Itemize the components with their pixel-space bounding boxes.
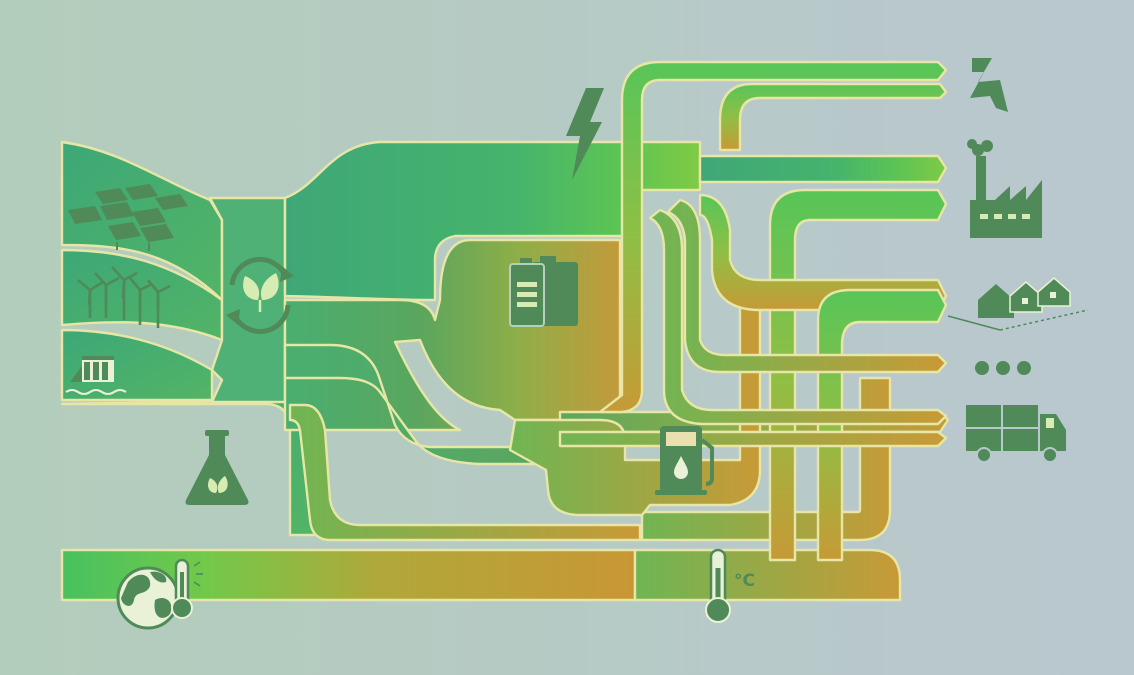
recycle-leaf-icon [226,256,294,334]
factory-icon [967,139,1042,238]
fuel-pump-icon [655,426,714,495]
flow-truck-feed [648,208,948,426]
more-dots-icon [975,361,1031,375]
wind-turbines-icon [77,266,171,328]
flow-bottom-band-right [633,376,902,602]
battery-icon [509,256,578,327]
flow-factory-vertical [768,188,948,562]
flow-factory-feed [698,154,948,184]
flow-vertical-secondary [718,82,948,152]
biofuel-flask-icon [185,430,249,505]
houses-icon [947,277,1089,331]
flow-hub [208,196,287,404]
lightning-bolt-icon [566,88,604,180]
thermometer-icon [705,548,731,623]
celsius-unit-label: °C [734,571,755,591]
delivery-truck-icon [966,405,1066,463]
flow-mid-upper [283,343,950,466]
zigzag-arrow-icon [970,58,1008,112]
flow-trunk-electric [283,140,702,302]
flow-mid-lower [288,403,642,542]
flow-vertical-main [598,60,948,414]
flow-truck-main [558,430,948,448]
earth-thermometer-icon [116,558,203,630]
flow-dots-feed [666,198,948,374]
flow-houses-vertical [816,288,948,562]
solar-panels-icon [68,184,188,251]
hydro-dam-icon [65,356,127,395]
